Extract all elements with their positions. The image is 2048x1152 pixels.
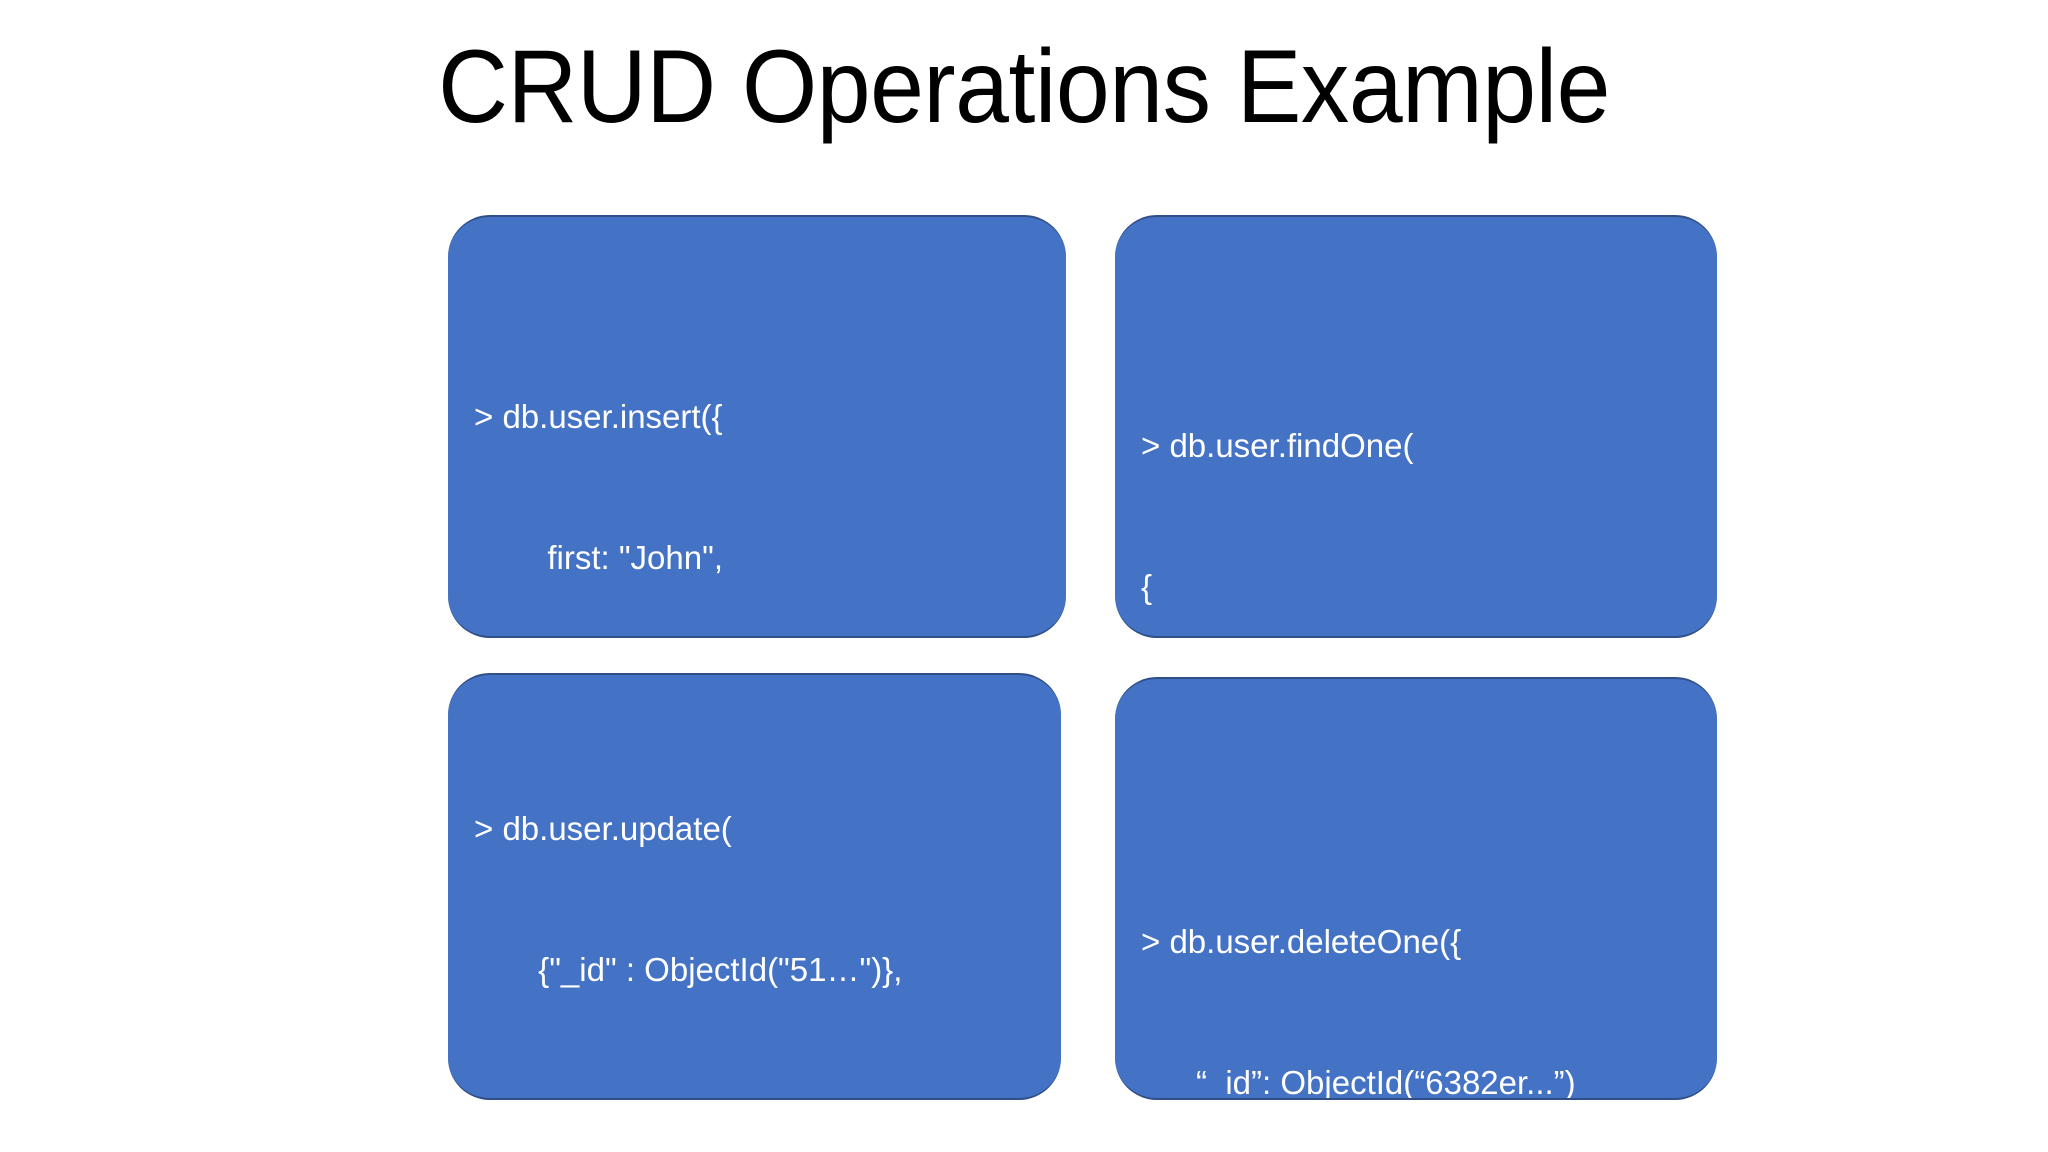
code-line: “_id”: ObjectId(“6382er...”) <box>1141 1064 1576 1100</box>
code-line: > db.user.deleteOne({ <box>1141 923 1462 960</box>
code-line: first: "John", <box>474 539 723 576</box>
code-line: {"_id" : ObjectId("51…")}, <box>474 951 903 988</box>
code-line: { <box>474 1087 1035 1098</box>
code-line: > db.user.insert({ <box>474 398 723 435</box>
code-card-findone[interactable]: > db.user.findOne( { "_id" : ObjectId("5… <box>1115 215 1717 638</box>
code-block-findone: > db.user.findOne( { "_id" : ObjectId("5… <box>1115 328 1717 636</box>
code-line: > db.user.findOne( <box>1141 427 1414 464</box>
code-line: > db.user.update( <box>474 810 732 847</box>
page-title: CRUD Operations Example <box>438 29 1610 145</box>
code-block-insert: > db.user.insert({ first: "John", last :… <box>448 299 1066 636</box>
code-block-update: > db.user.update( {"_id" : ObjectId("51…… <box>448 711 1061 1098</box>
code-card-update[interactable]: > db.user.update( {"_id" : ObjectId("51…… <box>448 673 1061 1100</box>
code-block-deleteone: > db.user.deleteOne({ “_id”: ObjectId(“6… <box>1115 824 1717 1100</box>
code-line: { <box>1141 568 1153 605</box>
code-card-insert[interactable]: > db.user.insert({ first: "John", last :… <box>448 215 1066 638</box>
code-card-deleteone[interactable]: > db.user.deleteOne({ “_id”: ObjectId(“6… <box>1115 677 1717 1100</box>
